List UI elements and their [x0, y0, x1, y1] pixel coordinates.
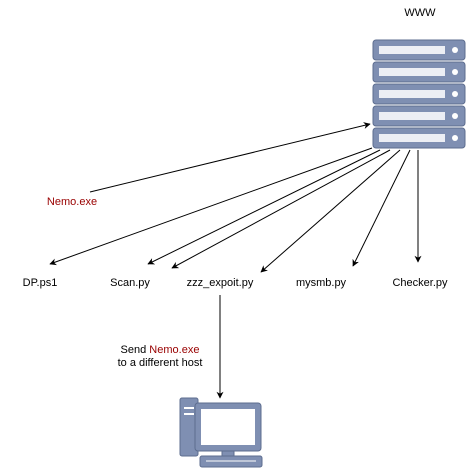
- server-unit: [372, 83, 466, 105]
- send-note-line2: to a different host: [118, 357, 203, 369]
- computer-screen: [201, 409, 255, 445]
- file-label-checker: Checker.py: [392, 277, 448, 289]
- desktop-computer-icon: [179, 397, 263, 468]
- arrow-server-to-zzz-2: [260, 149, 401, 273]
- send-note-highlight: Nemo.exe: [149, 344, 199, 356]
- payload-label: Nemo.exe: [47, 196, 97, 208]
- arrow-nemo-to-server: [89, 122, 371, 193]
- send-note-line1: Send Nemo.exe: [121, 344, 200, 356]
- server-label: WWW: [404, 7, 436, 19]
- arrow-server-to-scan: [147, 149, 381, 265]
- server-unit: [372, 105, 466, 127]
- arrow-server-to-mysmb: [352, 149, 411, 267]
- send-note-prefix: Send: [121, 344, 150, 356]
- arrow-server-to-zzz: [171, 149, 391, 269]
- server-unit: [372, 127, 466, 149]
- file-label-zzz: zzz_expoit.py: [187, 277, 254, 289]
- file-label-dp: DP.ps1: [23, 277, 58, 289]
- server-rack-icon: [372, 39, 466, 149]
- arrow-server-to-dp: [49, 147, 373, 266]
- server-unit: [372, 61, 466, 83]
- server-unit: [372, 39, 466, 61]
- file-label-mysmb: mysmb.py: [296, 277, 347, 289]
- file-label-scan: Scan.py: [110, 277, 150, 289]
